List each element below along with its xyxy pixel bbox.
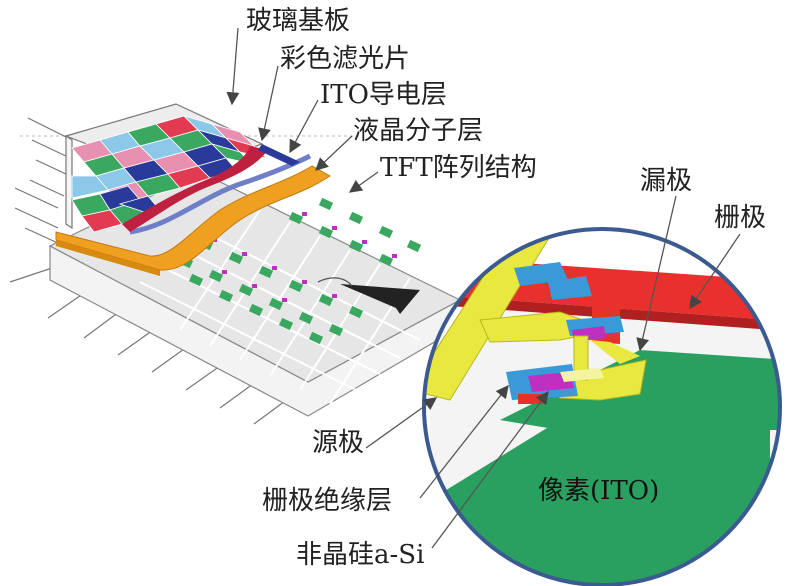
label-gate: 栅极 bbox=[714, 203, 767, 233]
label-source: 源极 bbox=[312, 428, 365, 458]
label-ito-layer: ITO导电层 bbox=[320, 80, 447, 110]
label-tft-array: TFT阵列结构 bbox=[380, 153, 537, 183]
tft-pixel-cells bbox=[178, 197, 422, 345]
label-drain: 漏极 bbox=[640, 166, 693, 196]
color-filter-edge bbox=[122, 146, 268, 232]
label-glass-substrate: 玻璃基板 bbox=[246, 6, 351, 36]
leader-lines bbox=[226, 27, 379, 193]
zoom-arrow bbox=[340, 284, 420, 314]
label-amorphous-si: 非晶硅a-Si bbox=[296, 540, 425, 570]
detail-leader-lines bbox=[365, 195, 741, 549]
zoom-source-bracket bbox=[317, 277, 353, 287]
magnified-view bbox=[424, 229, 780, 585]
top-substrate-edge bbox=[258, 144, 300, 166]
liquid-crystal-layer bbox=[55, 165, 331, 276]
label-pixel: 像素(ITO) bbox=[538, 476, 660, 506]
label-color-filter: 彩色滤光片 bbox=[280, 44, 411, 74]
ito-layer bbox=[129, 153, 312, 235]
label-gate-insulator: 栅极绝缘层 bbox=[262, 486, 393, 516]
label-liquid-crystal: 液晶分子层 bbox=[353, 116, 484, 146]
